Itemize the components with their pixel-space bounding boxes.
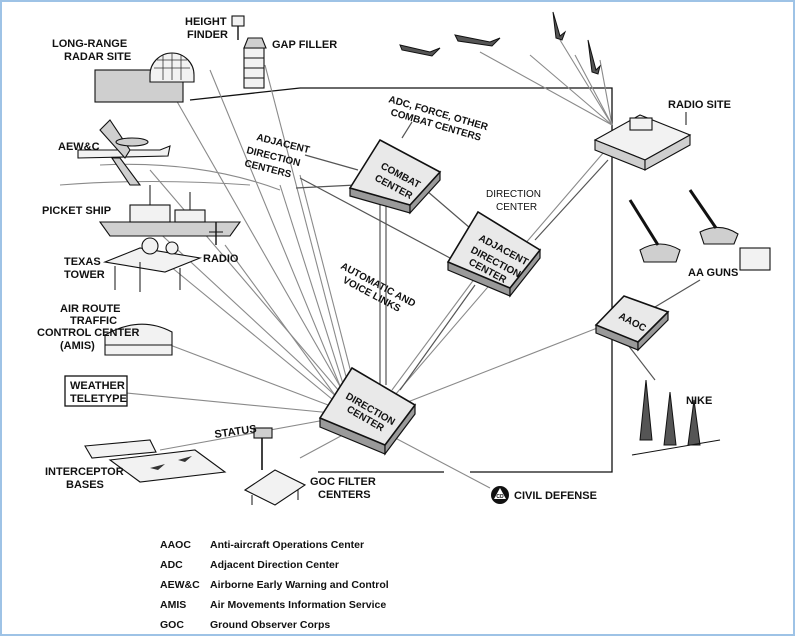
legend-abbr: GOC (160, 619, 184, 631)
civil-defense-emblem-text: CD (496, 494, 504, 500)
gap-filler-tower-icon (231, 15, 267, 89)
combat-center-box (348, 138, 442, 215)
label-weather-2: TELETYPE (70, 393, 127, 405)
radar-dome-icon (94, 52, 195, 103)
label-air-route-1: AIR ROUTE (60, 303, 121, 315)
label-interceptor-1: INTERCEPTOR (45, 466, 124, 478)
connection-links (59, 39, 701, 489)
interceptor-bases-map-icon (84, 439, 227, 483)
goc-filter-desk-icon (243, 427, 307, 506)
label-aa-guns: AA GUNS (688, 267, 738, 279)
legend-definition: Air Movements Information Service (210, 599, 386, 611)
label-air-route-4: (AMIS) (60, 340, 95, 352)
label-weather-1: WEATHER (70, 380, 125, 392)
label-long-range-radar-2: RADAR SITE (64, 51, 131, 63)
direction-center-box (318, 366, 417, 456)
picket-ship-icon (98, 185, 242, 237)
legend-definition: Anti-aircraft Operations Center (210, 539, 364, 551)
label-gap-filler: GAP FILLER (272, 39, 337, 51)
network-boundary-right (300, 87, 613, 473)
label-direction-center-area-1: DIRECTION (486, 189, 541, 200)
legend-abbr: ADC (160, 559, 183, 571)
texas-tower-icon (102, 237, 203, 292)
label-height-finder-1: HEIGHT (185, 16, 227, 28)
legend-abbr: AMIS (160, 599, 186, 611)
radio-site-building-icon (593, 112, 692, 171)
label-goc-2: CENTERS (318, 489, 371, 501)
air-route-hangar-icon (104, 323, 173, 356)
legend-definition: Adjacent Direction Center (210, 559, 339, 571)
aa-guns-icon (628, 189, 771, 271)
aewc-aircraft-icon (77, 119, 171, 186)
legend-abbr: AEW&C (160, 579, 200, 591)
label-texas-tower-2: TOWER (64, 269, 105, 281)
legend: AAOC Anti-aircraft Operations Center ADC… (160, 539, 389, 631)
civil-defense-emblem-icon: CD (491, 486, 509, 504)
weather-teletype-box (64, 375, 128, 407)
label-radio: RADIO (203, 253, 239, 265)
label-air-route-3: CONTROL CENTER (37, 327, 140, 339)
label-height-finder-2: FINDER (187, 29, 228, 41)
jet-aircraft-icons (399, 11, 601, 75)
legend-definition: Ground Observer Corps (210, 619, 330, 631)
label-aewc: AEW&C (58, 141, 100, 153)
legend-definition: Airborne Early Warning and Control (210, 579, 389, 591)
label-goc-1: GOC FILTER (310, 476, 376, 488)
label-picket-ship: PICKET SHIP (42, 205, 111, 217)
label-texas-tower-1: TEXAS (64, 256, 101, 268)
label-air-route-2: TRAFFIC (70, 315, 117, 327)
adjacent-direction-center-box (446, 210, 542, 298)
label-status: STATUS (214, 423, 258, 441)
label-civil-defense: CIVIL DEFENSE (514, 490, 597, 502)
label-direction-center-area-2: CENTER (496, 202, 537, 213)
aaoc-box (594, 295, 670, 352)
label-radio-site: RADIO SITE (668, 99, 731, 111)
radio-antenna-icon (209, 222, 223, 245)
label-nike: NIKE (686, 395, 712, 407)
network-boundary-top-left (189, 87, 301, 101)
label-interceptor-2: BASES (66, 479, 104, 491)
legend-abbr: AAOC (160, 539, 191, 551)
label-long-range-radar-1: LONG-RANGE (52, 38, 127, 50)
nike-missiles-icon (631, 379, 721, 456)
